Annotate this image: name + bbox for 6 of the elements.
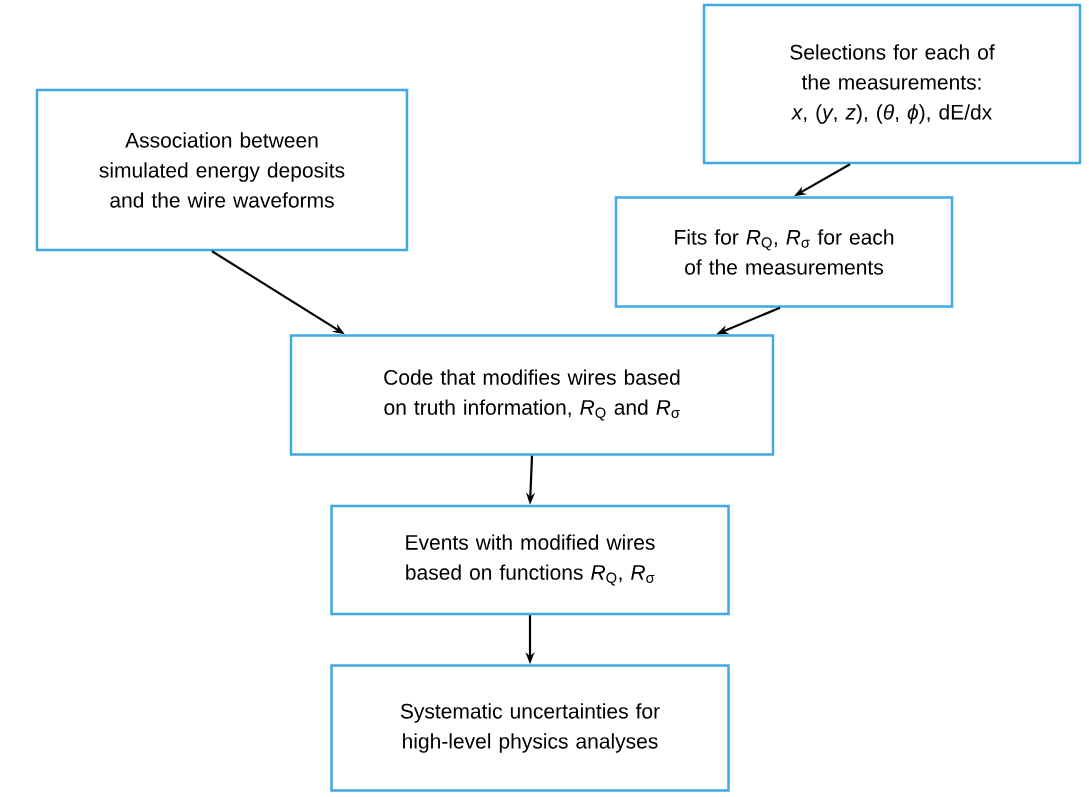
- process-box: Code that modifies wires based on truth information, R$_{Q}$ and R$_{σ}$: [289, 334, 775, 456]
- process-box: Fits for R$_{Q}$, R$_{σ}$ for each of the measurements: [614, 196, 954, 308]
- process-box: Systematic uncertainties for high-level physics analyses: [330, 664, 730, 792]
- process-box: Selections for each of the measurements: x, (y, z), (θ, ϕ), dE/dx: [702, 3, 1082, 165]
- process-box: Association between simulated energy deposits and the wire waveforms: [35, 88, 409, 252]
- process-box: Events with modified wires based on functions R$_{Q}$, R$_{σ}$: [330, 504, 730, 616]
